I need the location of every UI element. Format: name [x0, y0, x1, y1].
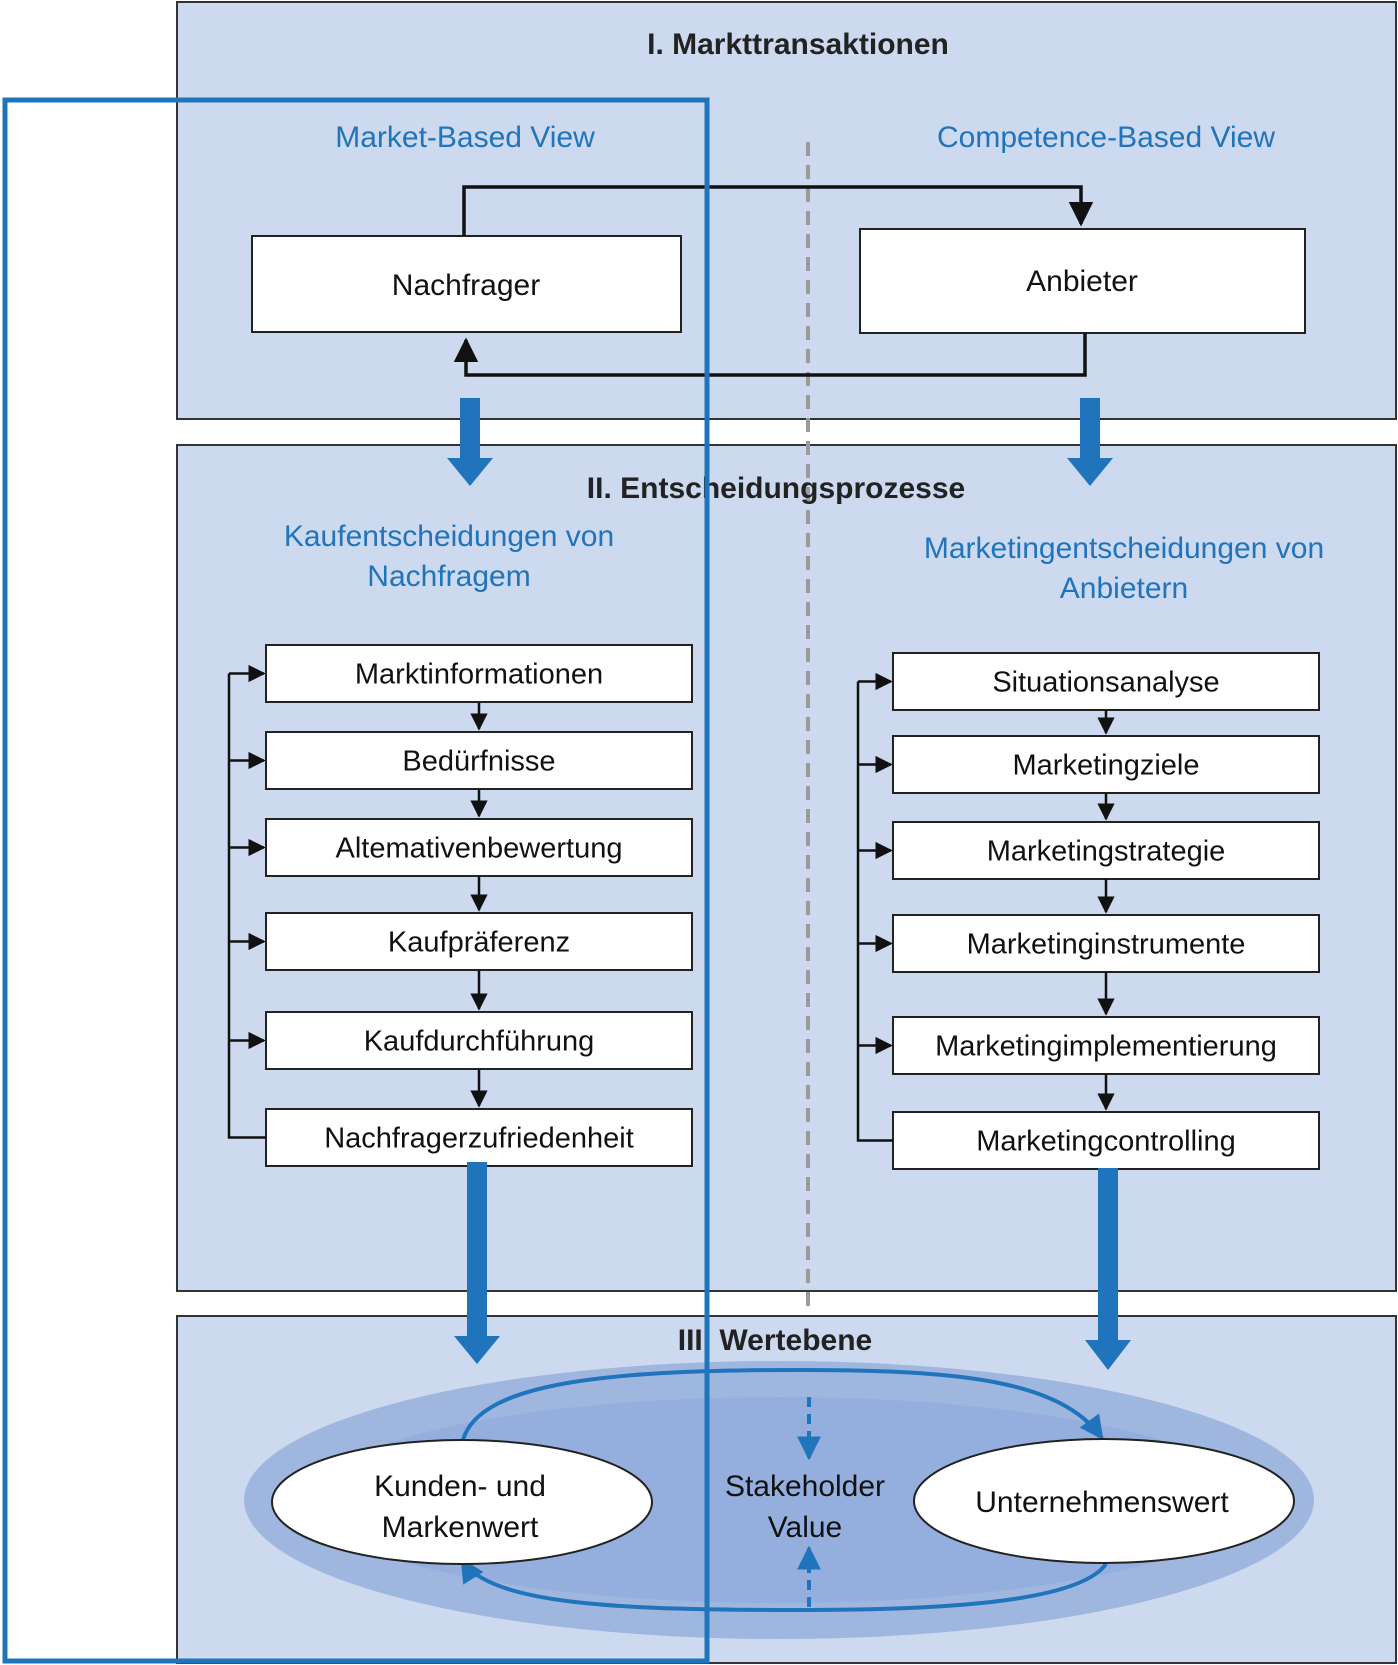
section-panel-markttransaktionen: [176, 1, 1397, 420]
buyer-step-label: Bedürfnisse: [402, 746, 555, 778]
market-based-view-label: Market-Based View: [335, 121, 595, 154]
buyer-step-box: [265, 818, 693, 877]
seller-step-label: Marketingstrategie: [987, 836, 1226, 868]
seller-step-box: [892, 914, 1320, 973]
seller-step-box: [892, 1016, 1320, 1075]
kunden-markenwert-line2: Markenwert: [382, 1511, 539, 1544]
buyer-step-label: Altemativenbewertung: [336, 833, 623, 865]
unternehmenswert-ellipse: [913, 1438, 1295, 1564]
buyer-step-label: Kaufpräferenz: [388, 927, 570, 959]
section-title-entscheidungsprozesse: II. Entscheidungsprozesse: [587, 472, 965, 505]
buyer-step-label: Nachfragerzufriedenheit: [324, 1123, 634, 1155]
stakeholder-value-line2: Value: [768, 1511, 843, 1544]
unternehmenswert-label: Unternehmenswert: [975, 1486, 1229, 1519]
down-arrow-seller-to-value: [1085, 1168, 1131, 1370]
buyer-to-seller-connector: [462, 185, 1094, 236]
competence-based-view-label: Competence-Based View: [937, 121, 1275, 154]
seller-feedback-line: [856, 681, 893, 1142]
seller-decisions-heading-line1: Marketingentscheidungen von: [924, 532, 1324, 565]
seller-step-label: Marketingcontrolling: [976, 1126, 1236, 1158]
buyer-feedback-line: [227, 673, 266, 1139]
seller-step-label: Marketingimplementierung: [935, 1031, 1277, 1063]
stakeholder-value-line1: Stakeholder: [725, 1470, 885, 1503]
section-title-markttransaktionen: I. Markttransaktionen: [647, 28, 949, 61]
nachfrager-label: Nachfrager: [392, 269, 540, 302]
anbieter-label: Anbieter: [1026, 265, 1138, 298]
seller-step-label: Situationsanalyse: [992, 667, 1219, 699]
buyer-step-box: [265, 912, 693, 971]
section-title-wertebene: III. Wertebene: [678, 1324, 873, 1357]
seller-decisions-heading-line2: Anbietern: [1060, 572, 1188, 605]
down-arrow-buyer-to-value: [454, 1162, 500, 1364]
buyer-step-box: [265, 1011, 693, 1070]
seller-to-buyer-connector: [453, 333, 1087, 377]
down-arrow-buyer-to-decisions: [447, 398, 493, 486]
buyer-decisions-heading-line1: Kaufentscheidungen von: [284, 520, 614, 553]
buyer-step-label: Marktinformationen: [355, 659, 603, 691]
value-cycle-arc-top: [461, 1367, 1104, 1441]
buyer-step-box: [265, 731, 693, 790]
seller-step-label: Marketinginstrumente: [967, 929, 1246, 961]
nachfrager-box: [251, 235, 682, 333]
kunden-markenwert-line1: Kunden- und: [374, 1470, 546, 1503]
seller-step-box: [892, 735, 1320, 794]
buyer-step-box: [265, 644, 693, 703]
buyer-decisions-heading-line2: Nachfragem: [367, 560, 530, 593]
seller-step-box: [892, 1111, 1320, 1170]
buyer-step-label: Kaufdurchführung: [364, 1026, 595, 1058]
market-based-view-frame: [2, 97, 710, 1664]
seller-decision-steps: SituationsanalyseMarketingzieleMarketing…: [856, 652, 1320, 1170]
down-arrow-seller-to-decisions: [1067, 398, 1113, 486]
seller-step-box: [892, 652, 1320, 711]
value-cycle-arc-bottom: [460, 1557, 1108, 1613]
anbieter-box: [859, 228, 1306, 334]
seller-step-label: Marketingziele: [1013, 750, 1200, 782]
kunden-markenwert-ellipse: [271, 1439, 653, 1565]
